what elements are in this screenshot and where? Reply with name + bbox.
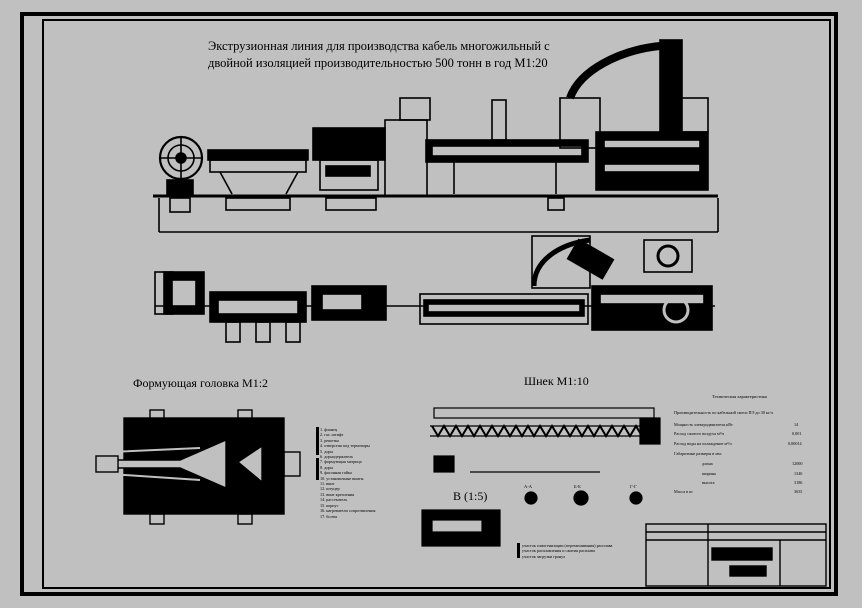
legend-item: 6. дорнодержатель <box>320 454 354 460</box>
extrusion-line-elevation <box>153 39 719 233</box>
legend-item: 15. корпус <box>320 502 339 508</box>
legend-item: 9. фасонная гайка <box>320 470 352 476</box>
spec-value: 12000 <box>792 461 803 466</box>
legend-item: 14. рассекатель <box>320 497 348 503</box>
legend-item: 5. дорн <box>320 448 333 454</box>
legend-item: 3. решетка <box>320 437 339 443</box>
spec-value: 14 <box>794 422 799 427</box>
zone-legend: участок гомогенизации (перемешивания) ра… <box>522 543 612 559</box>
section-label-bb: Б-Б <box>574 484 581 489</box>
spec-label: Масса в кг <box>674 489 694 494</box>
spec-value: 0,001 <box>792 431 802 436</box>
legend-item: 7. формующая матрица <box>320 459 362 465</box>
inner-frame <box>42 19 831 589</box>
legend-item: 4. отверстия под термопары <box>320 443 370 449</box>
spec-value: 0,00014 <box>788 441 802 446</box>
spec-label: Производительность по кабельной смеси ПЭ… <box>674 410 773 415</box>
legend-item: 11. винт <box>320 481 335 487</box>
zone-item: участок расплавления и сжатия расплава <box>522 548 595 554</box>
section-label-gg: Г-Г <box>630 484 637 489</box>
legend-item: 13. винт крепления <box>320 491 355 497</box>
detail-caption: В (1:5) <box>453 489 488 503</box>
title-block <box>645 523 827 587</box>
zone-item: участок загрузки гранул <box>522 553 566 559</box>
spec-value: 1340 <box>794 471 803 476</box>
outer-frame <box>20 12 838 596</box>
spec-label: высота <box>702 480 715 485</box>
spec-label: Мощность электродвигателя кВт <box>674 422 733 427</box>
legend-item: 16. нагреватели сопротивления <box>320 508 376 514</box>
section-label-aa: А-А <box>524 484 532 489</box>
spec-label: ширина <box>702 471 716 476</box>
spec-label: Расход сжатого воздуха м³/ч <box>674 431 725 436</box>
legend-markers <box>316 427 520 558</box>
spec-label: Расход воды на охлаждение м³/ч <box>674 441 732 446</box>
legend-item: 2. газ. штифт <box>320 432 344 438</box>
drawing-title: Экструзионная линия для производства каб… <box>208 38 550 72</box>
head-legend: 1. фланец 2. газ. штифт 3. решетка 4. от… <box>320 427 375 519</box>
extrusion-line-plan <box>154 235 715 343</box>
spec-label: длина <box>702 461 713 466</box>
legend-item: 1. фланец <box>320 427 338 432</box>
drawing-title-line2: двойной изоляцией производительностью 50… <box>208 56 548 70</box>
legend-item: 8. дорн <box>320 464 333 470</box>
screw-caption: Шнек М1:10 <box>524 374 589 388</box>
legend-item: 12. штуцер <box>320 486 340 492</box>
spec-value: 3635 <box>794 489 803 494</box>
legend-item: 10. установочные винты <box>320 475 364 481</box>
screw-drawing <box>421 407 661 547</box>
tech-specs-heading: Техническая характеристика <box>712 394 767 399</box>
spec-value: 3186 <box>794 480 803 485</box>
zone-item: участок гомогенизации (перемешивания) ра… <box>522 543 613 548</box>
forming-head-section <box>95 409 301 525</box>
legend-item: 17. болты <box>320 513 338 519</box>
drawing-title-line1: Экструзионная линия для производства каб… <box>208 39 550 53</box>
spec-label: Габаритные размеры в мм: <box>674 451 722 456</box>
head-caption: Формующая головка М1:2 <box>133 376 269 390</box>
